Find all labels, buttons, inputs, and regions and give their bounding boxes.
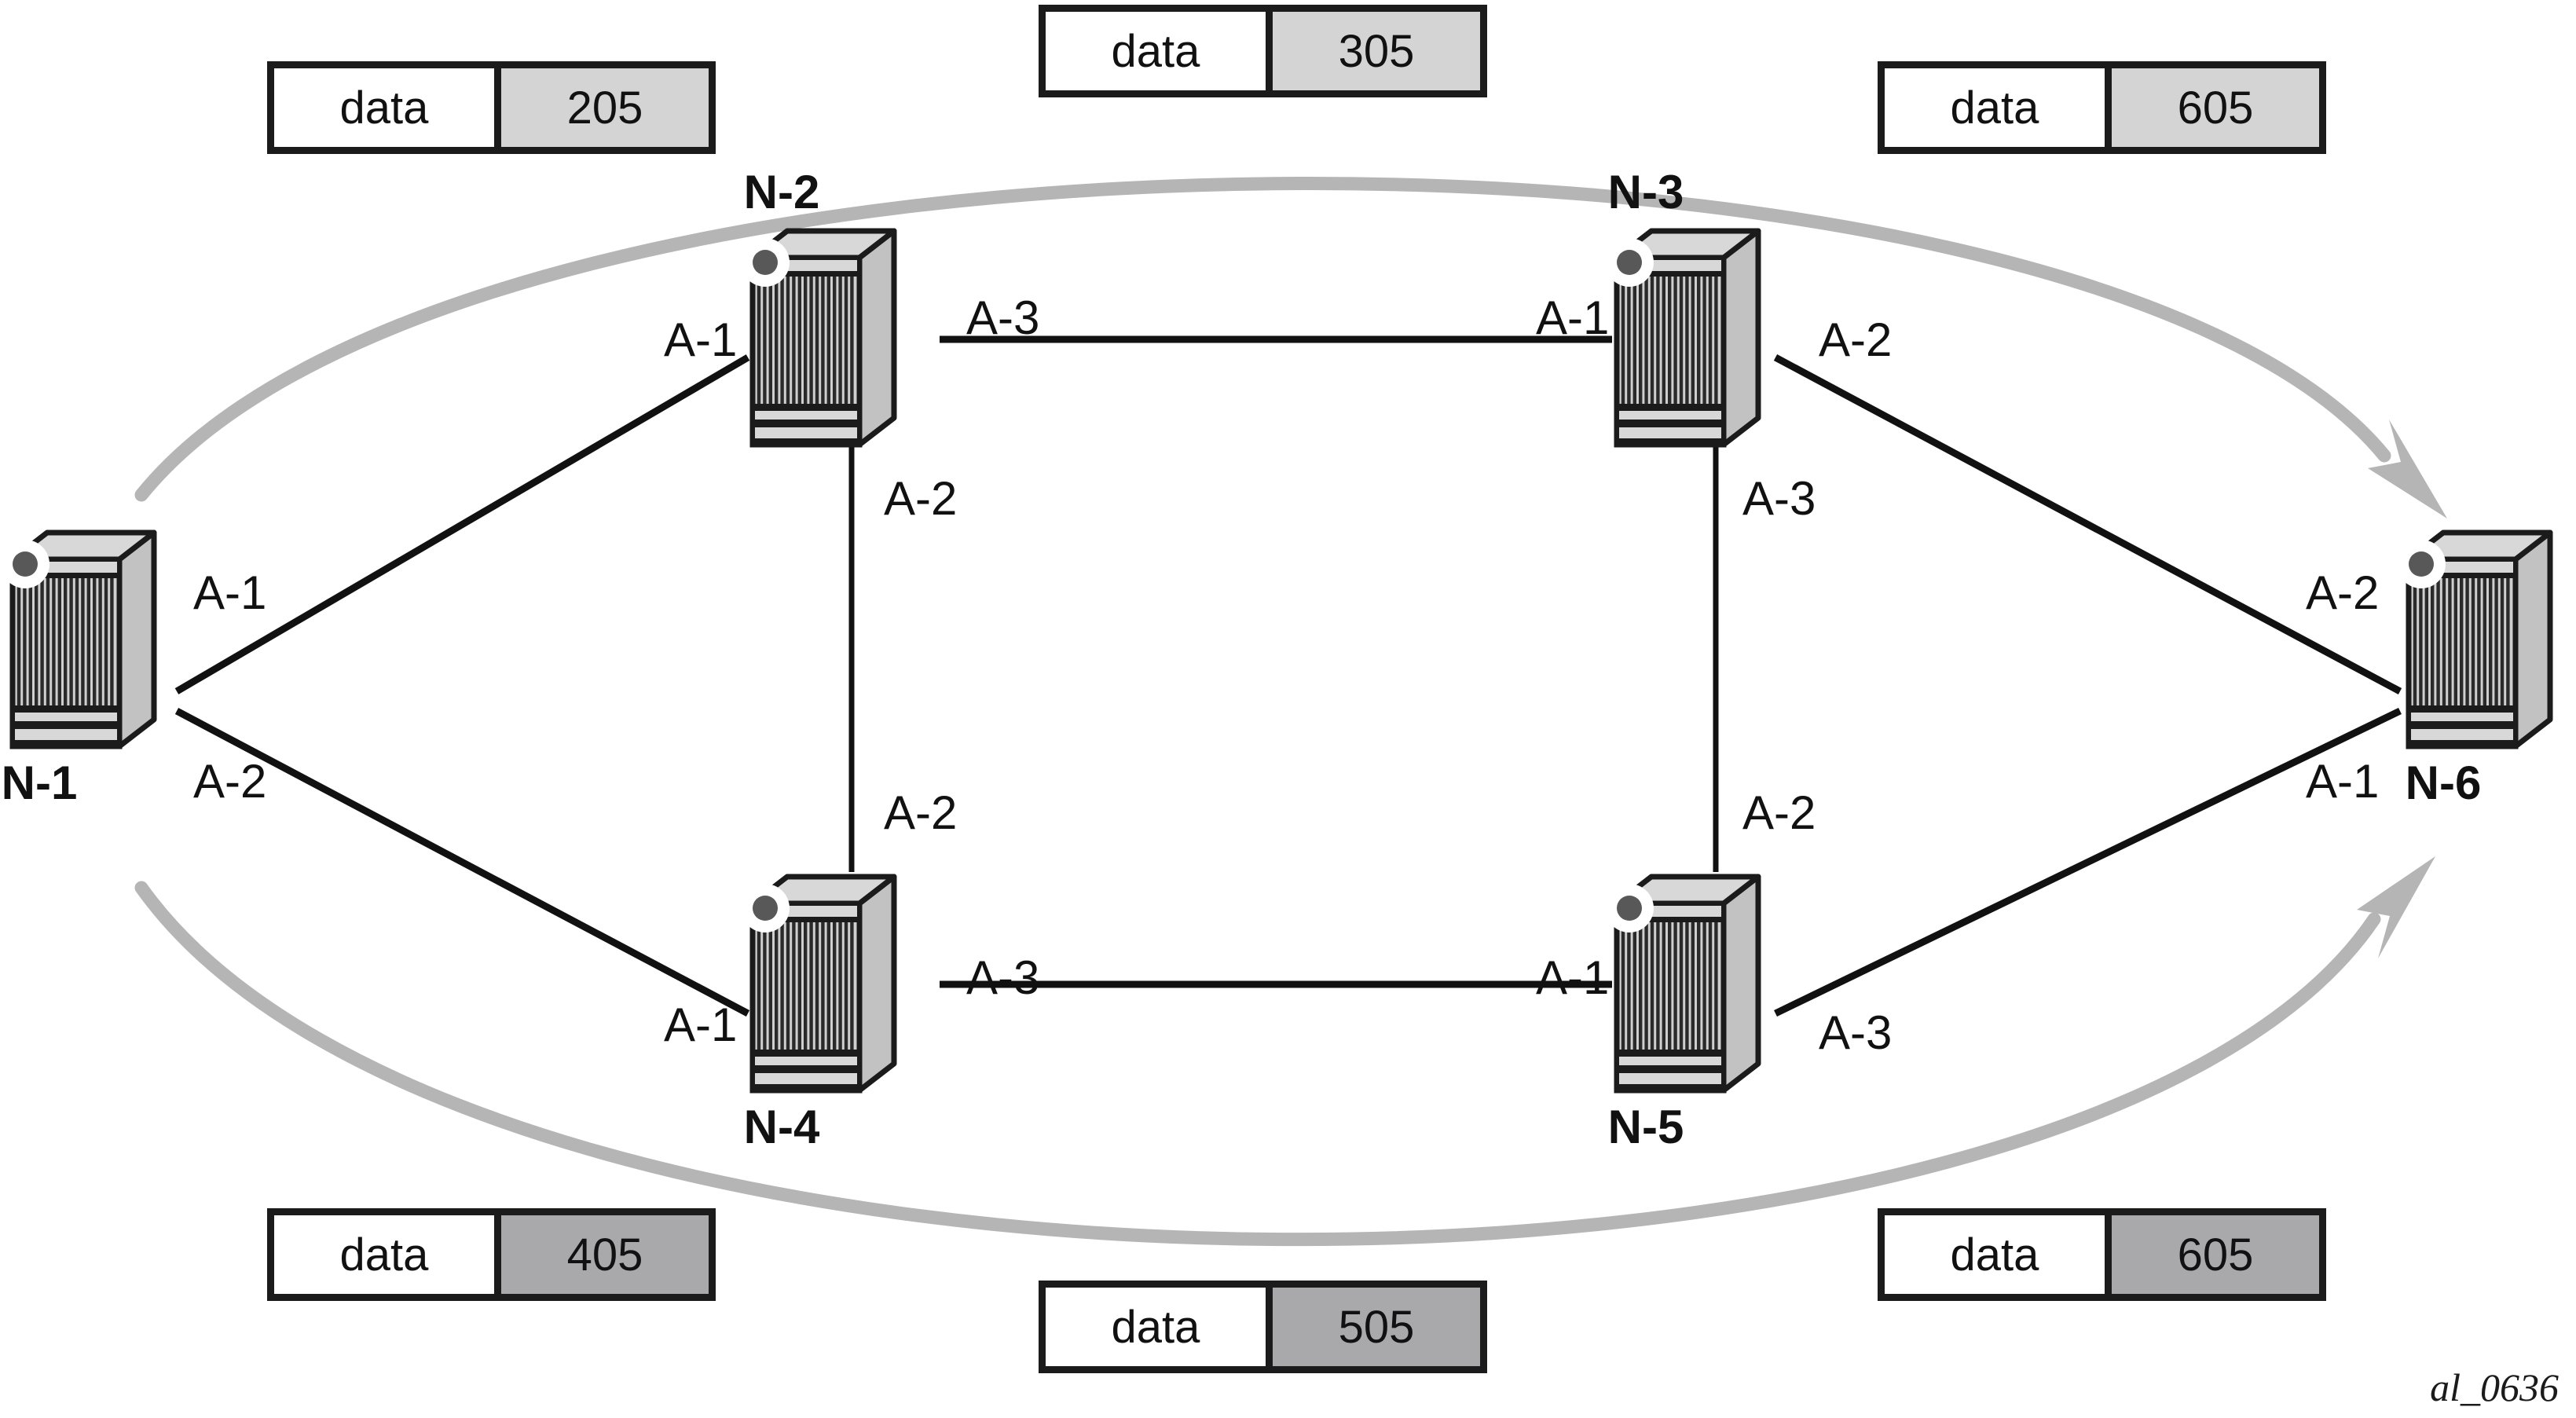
port-label-n5-a3: A-3 bbox=[1819, 1006, 1893, 1059]
data-chip-305-label: data bbox=[1046, 12, 1266, 90]
router-node-n4[interactable] bbox=[748, 872, 902, 1095]
router-node-n4-icon bbox=[748, 874, 897, 1094]
link-n5-n6 bbox=[1774, 707, 2402, 1017]
node-label-n5: N-5 bbox=[1607, 1101, 1684, 1153]
data-chip-405-label: data bbox=[274, 1215, 494, 1294]
data-chip-505: data 505 bbox=[1039, 1281, 1487, 1373]
data-chip-605-top-label: data bbox=[1885, 68, 2105, 147]
lower-path-arrow bbox=[134, 856, 2435, 1247]
data-chip-605-bottom-label: data bbox=[1885, 1215, 2105, 1294]
port-label-n4-a2: A-2 bbox=[884, 786, 958, 839]
router-node-n2[interactable] bbox=[748, 226, 902, 449]
links bbox=[174, 335, 2402, 1017]
node-label-n1: N-1 bbox=[1, 757, 78, 809]
port-label-n3-a1: A-1 bbox=[1536, 291, 1610, 344]
link-n1-n2 bbox=[174, 354, 750, 694]
data-chip-605-bottom: data 605 bbox=[1878, 1208, 2326, 1301]
data-chip-505-label: data bbox=[1046, 1288, 1266, 1366]
data-chip-305-value: 305 bbox=[1266, 12, 1480, 90]
figure-caption: al_0636 bbox=[2430, 1365, 2559, 1409]
port-label-n2-a2: A-2 bbox=[884, 472, 958, 525]
data-chip-605-top-value: 605 bbox=[2105, 68, 2319, 147]
port-label-n4-a3: A-3 bbox=[966, 951, 1040, 1004]
data-chip-205-value: 205 bbox=[494, 68, 709, 147]
node-label-n2: N-2 bbox=[743, 166, 820, 218]
port-label-n4-a1: A-1 bbox=[664, 998, 738, 1051]
router-node-n6-icon bbox=[2404, 529, 2553, 749]
node-label-n4: N-4 bbox=[743, 1101, 820, 1153]
router-node-n6[interactable] bbox=[2404, 528, 2558, 751]
data-chip-605-top: data 605 bbox=[1878, 61, 2326, 154]
port-label-n3-a3: A-3 bbox=[1742, 472, 1816, 525]
data-chip-605-bottom-value: 605 bbox=[2105, 1215, 2319, 1294]
data-chip-305: data 305 bbox=[1039, 5, 1487, 97]
data-chip-505-value: 505 bbox=[1266, 1288, 1480, 1366]
node-label-n3: N-3 bbox=[1607, 166, 1684, 218]
port-label-n5-a2: A-2 bbox=[1742, 786, 1816, 839]
port-label-n2-a3: A-3 bbox=[966, 291, 1040, 344]
data-chip-205-label: data bbox=[274, 68, 494, 147]
router-node-n3[interactable] bbox=[1612, 226, 1766, 449]
link-n3-n6 bbox=[1773, 354, 2402, 694]
port-label-n1-a2: A-2 bbox=[193, 755, 267, 808]
data-chip-405-value: 405 bbox=[494, 1215, 709, 1294]
link-n1-n4 bbox=[174, 708, 750, 1017]
router-node-n1[interactable] bbox=[8, 528, 162, 751]
router-node-n5[interactable] bbox=[1612, 872, 1766, 1095]
data-chip-405: data 405 bbox=[267, 1208, 716, 1301]
router-node-n1-icon bbox=[8, 529, 157, 749]
node-label-n6: N-6 bbox=[2405, 757, 2482, 809]
port-label-n5-a1: A-1 bbox=[1536, 951, 1610, 1004]
port-label-n1-a1: A-1 bbox=[193, 566, 267, 619]
router-node-n5-icon bbox=[1612, 874, 1761, 1094]
data-chip-205: data 205 bbox=[267, 61, 716, 154]
upper-path-arrow bbox=[134, 177, 2447, 518]
port-label-n6-a2: A-2 bbox=[2306, 566, 2380, 619]
port-label-n6-a1: A-1 bbox=[2306, 755, 2380, 808]
port-label-n2-a1: A-1 bbox=[664, 313, 738, 366]
router-node-n2-icon bbox=[748, 228, 897, 448]
port-label-n3-a2: A-2 bbox=[1819, 313, 1893, 366]
router-node-n3-icon bbox=[1612, 228, 1761, 448]
